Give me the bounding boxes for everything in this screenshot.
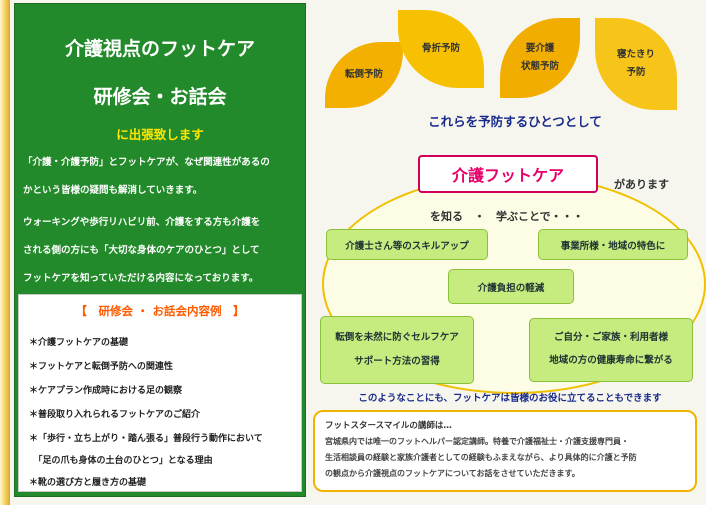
instructor-line: の観点から介護視点のフットケアについてお話をさせていただきます。: [325, 469, 580, 478]
contents-item: ＊靴の選び方と履き方の基礎: [29, 478, 147, 488]
leaf-label: 転倒予防: [344, 68, 383, 80]
care-footcare-label: 介護フットケア: [418, 155, 598, 193]
intro-line: される側の方にも「大切な身体のケアのひとつ」として: [23, 245, 260, 256]
leaf-care-need-prevention: 要介護 状態予防: [500, 18, 580, 98]
arimasu-text: があります: [614, 178, 669, 191]
left-info-panel: 介護視点のフットケア 研修会・お話会 に出張致します 「介護・介護予防」とフット…: [14, 3, 306, 497]
intro-line: かという皆様の疑問も解消していきます。: [23, 185, 203, 196]
benefit-burden: 介護負担の軽減: [448, 269, 574, 304]
leaf-label: 状態予防: [520, 61, 559, 72]
flyer-tagline: に出張致します: [116, 127, 204, 142]
contents-item: ＊普段取り入れられるフットケアのご紹介: [29, 410, 201, 420]
leaf-fracture-prevention: 骨折予防: [398, 10, 484, 88]
instructor-heading: フットスタースマイルの講師は…: [325, 421, 452, 431]
contents-item: ＊「歩行・立ち上がり・踏ん張る」普段行う動作において: [29, 434, 263, 444]
leaf-fall-prevention: 転倒予防: [325, 42, 403, 108]
benefit-line: サポート方法の習得: [354, 356, 440, 367]
flyer-title: 介護視点のフットケア: [64, 38, 255, 60]
instructor-box: フットスタースマイルの講師は… 宮城県内では唯一のフットヘルパー認定講師。特養で…: [313, 410, 697, 492]
contents-item: ＊フットケアと転倒予防への関連性: [29, 362, 173, 372]
leaf-label: 骨折予防: [421, 42, 460, 54]
leaf-bedridden-prevention: 寝たきり 予防: [595, 18, 677, 110]
benefit-line: 転倒を未然に防ぐセルフケア: [335, 332, 459, 344]
contents-heading: 【 研修会 ・ お話会内容例 】: [75, 304, 245, 318]
leaf-label: 予防: [626, 67, 646, 78]
leaf-label: 寝たきり: [616, 48, 655, 60]
intro-line: 「介護・介護予防」とフットケアが、なぜ関連性があるの: [23, 157, 270, 168]
leaf-label: 要介護: [525, 42, 555, 54]
benefit-healthy-life: ご自分・ご家族・利用者様 地域の方の健康寿命に繋がる: [529, 318, 693, 382]
prevention-caption: これらを予防するひとつとして: [428, 114, 602, 129]
closing-text: このようなことにも、フットケアは皆様のお役に立てることもできます: [358, 393, 662, 404]
contents-item: ＊介護フットケアの基礎: [29, 338, 129, 348]
instructor-line: 生活相談員の経験と家族介護者としての経験もふまえながら、より具体的に介護と予防: [325, 453, 637, 462]
benefit-fall-prevention: 転倒を未然に防ぐセルフケア サポート方法の習得: [320, 316, 474, 384]
benefit-region: 事業所様・地域の特色に: [538, 229, 688, 260]
instructor-line: 宮城県内では唯一のフットヘルパー認定講師。特養で介護福祉士・介護支援専門員・: [325, 437, 629, 446]
page-fold-decoration: [0, 0, 10, 505]
learn-text: を知る ・ 学ぶことで・・・: [430, 210, 584, 223]
flyer-subtitle: 研修会・お話会: [93, 86, 227, 108]
benefit-line: 地域の方の健康寿命に繋がる: [549, 355, 673, 366]
contents-item: 「足の爪も身体の土台のひとつ」となる理由: [29, 456, 213, 466]
contents-item: ＊ケアプラン作成時における足の観察: [29, 386, 183, 396]
benefit-line: ご自分・ご家族・利用者様: [553, 332, 668, 344]
intro-line: ウォーキングや歩行リハビリ前、介護をする方も介護を: [23, 217, 261, 228]
intro-line: フットケアを知っていただける内容になっております。: [23, 273, 259, 284]
benefit-skill-up: 介護士さん等のスキルアップ: [326, 229, 488, 260]
contents-list-box: 【 研修会 ・ お話会内容例 】 ＊介護フットケアの基礎 ＊フットケアと転倒予防…: [18, 294, 302, 492]
